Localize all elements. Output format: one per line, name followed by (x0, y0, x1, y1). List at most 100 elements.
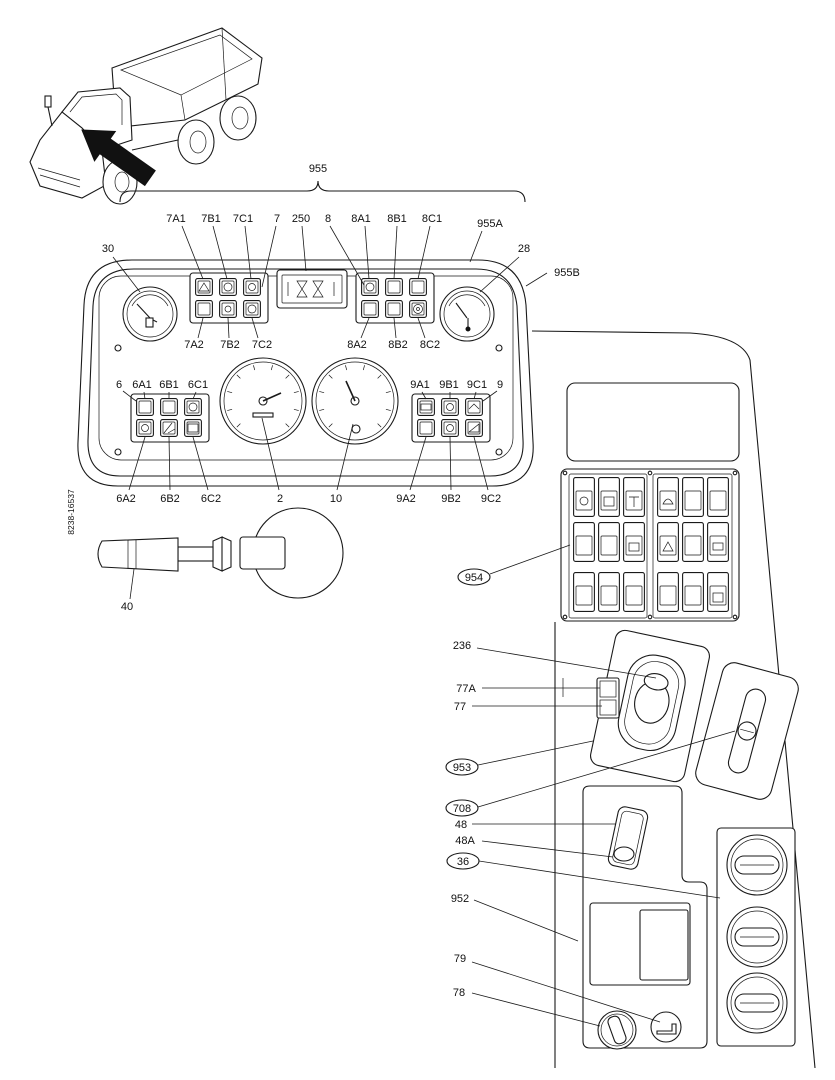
callout-955b: 955B (554, 267, 580, 279)
switch-8c1[interactable] (409, 278, 427, 296)
callout-6c2: 6C2 (201, 493, 221, 505)
callout-9a1: 9A1 (410, 379, 430, 391)
rocker-switch[interactable] (682, 572, 704, 612)
callout-8a1: 8A1 (351, 213, 371, 225)
indicator-circle-icon (223, 282, 233, 292)
leader-8b1 (393, 225, 398, 280)
switch-77[interactable] (596, 677, 620, 719)
rocker-switch[interactable] (707, 572, 729, 612)
rocker-switch[interactable] (682, 477, 704, 517)
switch-6a1[interactable] (136, 398, 154, 416)
speedo-tick (345, 365, 348, 371)
switch-6c1[interactable] (184, 398, 202, 416)
rocker-switch[interactable] (707, 522, 729, 562)
switch-48-frame (612, 810, 644, 866)
switch-9a2[interactable] (417, 419, 435, 437)
switch-6b2[interactable] (160, 419, 178, 437)
callout-6b2: 6B2 (160, 493, 180, 505)
rocker-switch[interactable] (623, 572, 645, 612)
lever-handle[interactable] (97, 537, 179, 572)
callout-6a1: 6A1 (132, 379, 152, 391)
panel-screw-1 (114, 344, 122, 352)
cog-icon (413, 304, 423, 314)
rocker-switch[interactable] (623, 522, 645, 562)
temperature-gauge-needle (455, 302, 468, 319)
rocker-switch[interactable] (707, 477, 729, 517)
grille-line-1 (37, 167, 81, 181)
temperature-gauge-bezel (439, 286, 495, 342)
drawing-number: 8238-16537 (66, 489, 76, 535)
switch-9b2[interactable] (441, 419, 459, 437)
callout-7c2: 7C2 (252, 339, 272, 351)
tach-tick (285, 423, 290, 428)
hourglass-icon-2 (312, 280, 324, 298)
panel-screw (647, 470, 653, 476)
callout-955a: 955A (477, 218, 503, 230)
switch-6a2[interactable] (136, 419, 154, 437)
switch-6c2[interactable] (184, 419, 202, 437)
fuel-gauge-needle (136, 303, 151, 319)
switch-7a1[interactable] (195, 278, 213, 296)
headlight-icon (188, 402, 198, 412)
dial-panel-36 (716, 827, 796, 1047)
callout-7a1: 7A1 (166, 213, 186, 225)
ignition-knob-78[interactable] (597, 1010, 637, 1050)
rocker-switch[interactable] (598, 522, 620, 562)
dump-body-rim (120, 34, 253, 96)
leader-8a1 (364, 225, 370, 280)
tipper-icon (629, 496, 639, 507)
rocker-switch[interactable] (598, 572, 620, 612)
callout-9b2: 9B2 (441, 493, 461, 505)
lever-bellows (212, 536, 232, 572)
lower-panel-952 (582, 785, 708, 1050)
switch-6b1[interactable] (160, 398, 178, 416)
leader-9c2 (473, 436, 489, 491)
switch-7b2[interactable] (219, 300, 237, 318)
callout-79: 79 (454, 953, 466, 965)
switch-77-body[interactable] (596, 677, 620, 719)
control-dial-3-ring (730, 976, 784, 1030)
callout-9a2: 9A2 (396, 493, 416, 505)
switch-7b1[interactable] (219, 278, 237, 296)
leader-6 (122, 390, 137, 402)
switch-77-upper (599, 680, 617, 698)
switch-8c2[interactable] (409, 300, 427, 318)
switch-8a2[interactable] (361, 300, 379, 318)
callout-7: 7 (274, 213, 280, 225)
rocker-switch[interactable] (657, 572, 679, 612)
side-console (531, 330, 816, 1069)
callout-labels: 7A1 7B1 7C1 7 250 8 8A1 8B1 8C1 955A 30 … (102, 213, 580, 999)
callout-78: 78 (453, 987, 465, 999)
leader-48a (481, 840, 614, 858)
switch-panel-left-group (568, 473, 648, 619)
callout-28: 28 (518, 243, 530, 255)
rocker-switch[interactable] (682, 522, 704, 562)
switch-8b2[interactable] (385, 300, 403, 318)
indicator-icon (141, 424, 149, 432)
control-dial-2-grip (734, 927, 780, 947)
leader-10 (336, 423, 354, 491)
switch-9a1[interactable] (417, 398, 435, 416)
switch-9b1[interactable] (441, 398, 459, 416)
leader-36 (478, 860, 721, 899)
display-250-frame (276, 269, 348, 309)
switch-8b1[interactable] (385, 278, 403, 296)
rocker-switch[interactable] (573, 522, 595, 562)
speedo-tick (362, 365, 365, 371)
rocker-switch[interactable] (573, 572, 595, 612)
switch-48a-button[interactable] (613, 846, 635, 862)
switch-9c1[interactable] (465, 398, 483, 416)
display-250 (276, 269, 348, 309)
leader-9c1 (473, 391, 477, 400)
grille-line-2 (39, 174, 81, 188)
switch-7a2[interactable] (195, 300, 213, 318)
rocker-switch[interactable] (657, 477, 679, 517)
leader-6a1 (143, 391, 146, 400)
switch-7c1[interactable] (243, 278, 261, 296)
leader-236 (476, 647, 657, 679)
diff-lock-icon (468, 403, 480, 410)
switch-7c2[interactable] (243, 300, 261, 318)
speedo-tick (377, 423, 382, 428)
switch-8a1[interactable] (361, 278, 379, 296)
fuel-pump-icon-nozzle (152, 319, 158, 323)
